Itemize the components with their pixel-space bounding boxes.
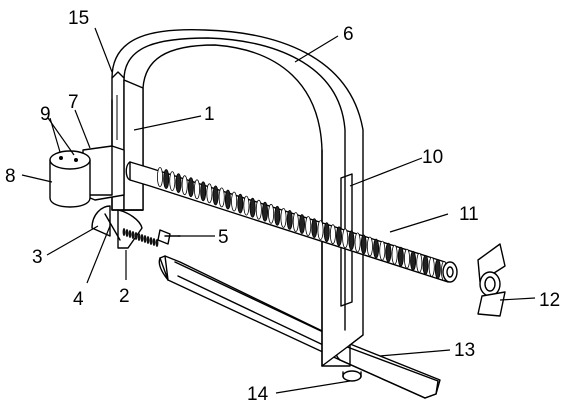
label-1: 1: [204, 104, 215, 125]
label-15: 15: [68, 8, 89, 29]
label-11: 11: [459, 204, 479, 225]
part-labels: 15 6 1 7 9 8 10 11 3 5 4 2 12 13 14: [5, 8, 560, 405]
label-14: 14: [247, 384, 269, 405]
label-8: 8: [5, 166, 16, 187]
label-6: 6: [343, 24, 354, 45]
label-10: 10: [422, 147, 443, 168]
end-cap: [477, 243, 506, 317]
leader-lines: [21, 27, 536, 394]
label-2: 2: [119, 286, 130, 307]
motor-assembly: [49, 145, 125, 208]
label-3: 3: [32, 247, 43, 268]
label-4: 4: [73, 289, 84, 310]
label-9: 9: [40, 104, 51, 125]
base-tray: [158, 255, 441, 399]
label-13: 13: [454, 340, 475, 361]
label-12: 12: [539, 290, 560, 311]
label-5: 5: [218, 227, 229, 248]
foot-knob: [342, 370, 362, 382]
threaded-rod: [125, 161, 458, 283]
cutter-assembly: [91, 205, 181, 249]
label-7: 7: [68, 92, 79, 113]
